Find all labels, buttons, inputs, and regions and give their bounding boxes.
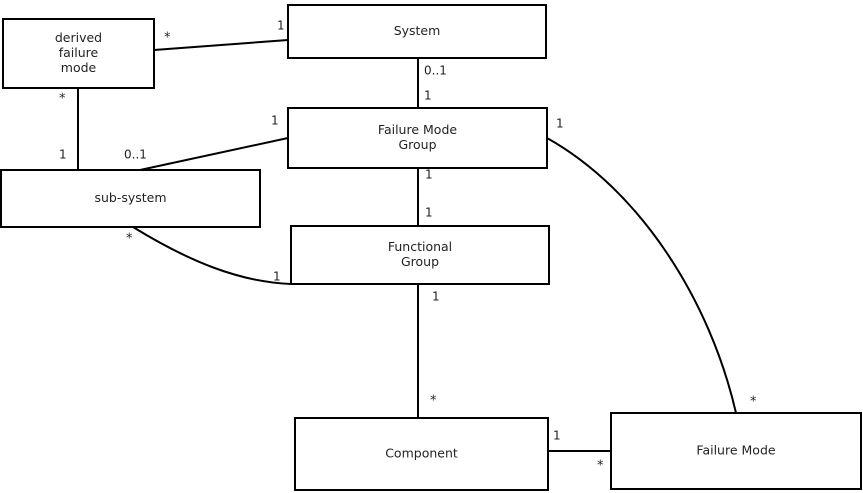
class-box-rect[interactable] <box>0 169 261 228</box>
class-box-component[interactable]: Component <box>294 417 549 491</box>
class-box-rect[interactable] <box>287 4 547 59</box>
class-name-label: Group <box>401 254 439 269</box>
class-box-rect[interactable] <box>290 225 550 285</box>
multiplicity-label: * <box>126 232 133 247</box>
class-box-rect[interactable] <box>2 18 155 89</box>
class-box-rect[interactable] <box>294 417 549 491</box>
association-line[interactable] <box>139 137 289 171</box>
class-name-label: failure <box>59 45 99 60</box>
multiplicity-label: 1 <box>271 114 279 128</box>
multiplicity-label: * <box>59 92 66 107</box>
multiplicity-label: 1 <box>425 206 433 220</box>
class-name-label: mode <box>61 60 97 75</box>
association-line[interactable] <box>546 137 737 414</box>
class-name-label: Functional <box>388 239 452 254</box>
class-box-failure-mode[interactable]: Failure Mode <box>610 412 862 490</box>
class-box-rect[interactable] <box>610 412 862 490</box>
class-box-system[interactable]: System <box>287 4 547 59</box>
multiplicity-label: 1 <box>553 429 561 443</box>
class-name-label: Group <box>398 137 436 152</box>
multiplicity-label: 1 <box>425 168 433 182</box>
multiplicity-layer: * 1 0..1 1 * 1 0..1 1 1 1 * 1 1 * 1 * 1 * <box>59 19 757 474</box>
association-line[interactable] <box>132 226 292 285</box>
multiplicity-label: 0..1 <box>424 64 447 78</box>
multiplicity-label: 0..1 <box>124 148 147 162</box>
class-name-label: Failure Mode <box>696 443 775 458</box>
multiplicity-label: * <box>430 394 437 409</box>
multiplicity-label: 1 <box>424 89 432 103</box>
multiplicity-label: * <box>164 31 171 46</box>
multiplicity-label: * <box>597 459 604 474</box>
multiplicity-label: 1 <box>556 117 564 131</box>
class-name-label: derived <box>55 30 102 45</box>
associations-layer <box>77 39 737 452</box>
class-box-rect[interactable] <box>287 107 548 169</box>
class-box-sub-system[interactable]: sub-system <box>0 169 261 228</box>
multiplicity-label: 1 <box>432 290 440 304</box>
class-name-label: sub-system <box>94 190 166 205</box>
multiplicity-label: 1 <box>59 148 67 162</box>
association-line[interactable] <box>153 39 289 51</box>
class-name-label: System <box>394 23 441 38</box>
class-name-label: Component <box>385 446 458 461</box>
multiplicity-label: * <box>750 395 757 410</box>
multiplicity-label: 1 <box>277 19 285 33</box>
class-name-label: Failure Mode <box>378 122 457 137</box>
multiplicity-label: 1 <box>273 270 281 284</box>
